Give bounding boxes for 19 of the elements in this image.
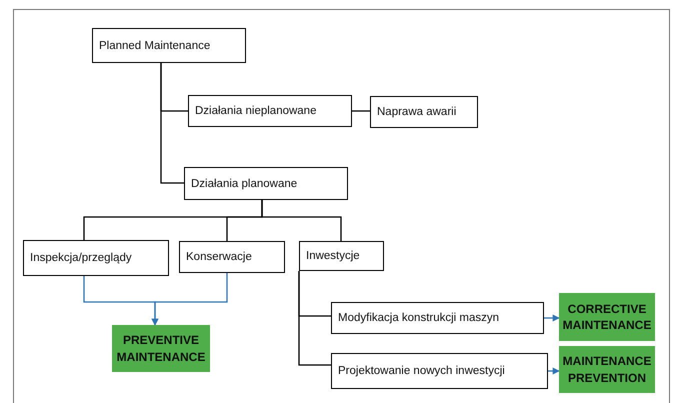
process-box: Planned Maintenance <box>92 28 246 63</box>
arrow <box>152 273 228 326</box>
process-box: Projektowanie nowych inwestycji <box>331 353 548 389</box>
process-box: Działania planowane <box>184 167 348 200</box>
connector-line <box>352 110 370 112</box>
process-box: Inspekcja/przeglądy <box>23 240 169 276</box>
connector-line <box>261 200 342 241</box>
result-box: MAINTENANCE PREVENTION <box>559 346 655 393</box>
connector-line <box>160 63 184 184</box>
result-box: CORRECTIVE MAINTENANCE <box>559 293 655 341</box>
process-box: Naprawa awarii <box>370 96 478 128</box>
process-box: Inwestycje <box>299 241 384 271</box>
arrow <box>544 314 560 322</box>
arrow <box>548 368 560 374</box>
result-box: PREVENTIVE MAINTENANCE <box>112 325 210 372</box>
connector-line <box>298 271 331 366</box>
process-box: Modyfikacja konstrukcji maszyn <box>331 302 544 334</box>
process-box: Konserwacje <box>179 241 285 273</box>
process-box: Działania nieplanowane <box>188 95 352 127</box>
